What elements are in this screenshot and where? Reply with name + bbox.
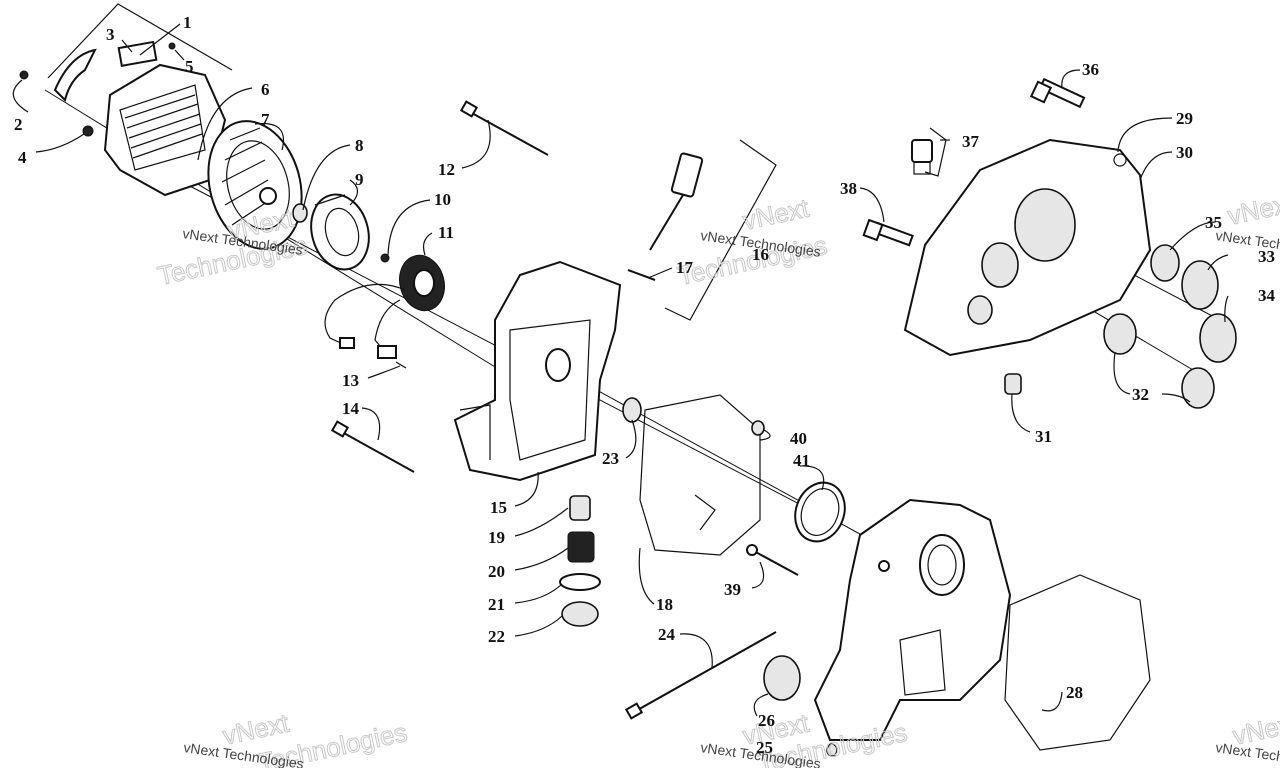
part-drain-plug-37 — [911, 139, 933, 175]
group-brackets — [47, 3, 947, 321]
callout-32: 32 — [1132, 385, 1149, 404]
part-long-bolt-12 — [459, 100, 549, 156]
callout-26: 26 — [758, 711, 775, 730]
part-gasket-28 — [1004, 574, 1151, 751]
callout-23: 23 — [602, 449, 619, 468]
callout-4: 4 — [18, 148, 27, 167]
part-left-crankcase-cover — [453, 260, 622, 482]
callout-7: 7 — [261, 110, 270, 129]
part-bolt-36 — [1029, 77, 1086, 109]
part-bearings — [1103, 244, 1237, 409]
callout-17: 17 — [676, 258, 694, 277]
callout-29: 29 — [1176, 109, 1193, 128]
part-strainer-stack — [559, 495, 601, 627]
callout-21: 21 — [488, 595, 505, 614]
callout-6: 6 — [261, 80, 270, 99]
callout-1: 1 — [183, 13, 192, 32]
part-long-bolt-14 — [330, 420, 415, 473]
callout-5: 5 — [185, 57, 194, 76]
callout-35: 35 — [1205, 213, 1222, 232]
callout-12: 12 — [438, 160, 455, 179]
part-flywheel — [310, 193, 370, 271]
callout-labels: 1 2 3 4 5 6 7 8 9 10 11 12 13 14 15 16 1… — [14, 13, 1276, 757]
part-case-gasket — [639, 394, 761, 556]
callout-20: 20 — [488, 562, 505, 581]
part-fan-shroud — [53, 40, 227, 197]
callout-18: 18 — [656, 595, 673, 614]
part-dowel-31 — [1004, 373, 1022, 395]
watermark-word1: vNext — [1225, 188, 1280, 231]
part-cooling-fan — [207, 120, 303, 250]
callout-41: 41 — [793, 451, 810, 470]
part-dowel-40 — [751, 420, 765, 436]
callout-36: 36 — [1082, 60, 1099, 79]
callout-22: 22 — [488, 627, 505, 646]
part-gearcase-cover — [903, 138, 1152, 357]
callout-33: 33 — [1258, 247, 1275, 266]
callout-11: 11 — [438, 223, 454, 242]
callout-14: 14 — [342, 399, 360, 418]
callout-38: 38 — [840, 179, 857, 198]
callout-30: 30 — [1176, 143, 1193, 162]
part-dowel-25 — [826, 743, 838, 757]
callout-16: 16 — [752, 245, 769, 264]
watermark-word1: vNext — [740, 193, 812, 236]
part-right-crankcase — [813, 498, 1012, 741]
part-oil-seal-23 — [622, 397, 642, 423]
part-spacer-washer — [292, 203, 308, 223]
callout-24: 24 — [658, 625, 676, 644]
callout-39: 39 — [724, 580, 741, 599]
part-bolt-38 — [862, 218, 914, 247]
callout-34: 34 — [1258, 286, 1276, 305]
part-bolt-39 — [746, 544, 799, 576]
callout-9: 9 — [355, 170, 364, 189]
callout-25: 25 — [756, 738, 773, 757]
callout-40: 40 — [790, 429, 807, 448]
callout-28: 28 — [1066, 683, 1083, 702]
callout-10: 10 — [434, 190, 451, 209]
callout-15: 15 — [490, 498, 507, 517]
part-roller-26 — [763, 655, 801, 701]
leader-lines — [12, 23, 1229, 717]
callout-19: 19 — [488, 528, 505, 547]
callout-3: 3 — [106, 25, 115, 44]
callout-13: 13 — [342, 371, 359, 390]
callout-31: 31 — [1035, 427, 1052, 446]
callout-2: 2 — [14, 115, 23, 134]
callout-8: 8 — [355, 136, 364, 155]
part-wiring-harness — [324, 283, 407, 369]
part-dipstick — [627, 152, 704, 281]
part-small-screws-left — [19, 42, 176, 137]
callout-37: 37 — [962, 132, 980, 151]
part-oring-41 — [794, 481, 846, 543]
part-stud-24 — [624, 631, 777, 720]
